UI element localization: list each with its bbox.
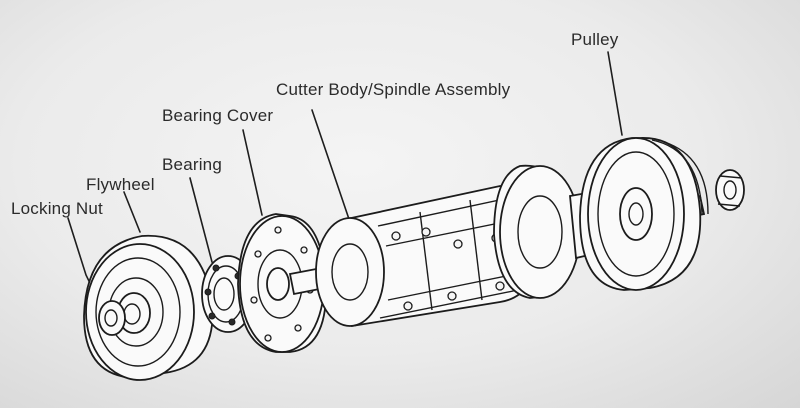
leader-bearing <box>189 177 213 263</box>
pulley-part <box>579 137 709 291</box>
flywheel-part <box>83 234 214 381</box>
label-bearing-cover: Bearing Cover <box>162 106 274 125</box>
label-bearing: Bearing <box>162 155 222 174</box>
bearing-cover-part <box>237 213 327 353</box>
cutter-body-part <box>315 185 537 328</box>
rear-housing-part <box>493 164 611 299</box>
end-nut-part <box>715 169 745 211</box>
locking-nut-part <box>98 300 126 336</box>
label-locking-nut: Locking Nut <box>11 199 103 218</box>
label-cutter-body: Cutter Body/Spindle Assembly <box>276 80 511 99</box>
leader-pulley <box>607 51 623 136</box>
leader-flywheel <box>123 191 141 233</box>
label-flywheel: Flywheel <box>86 175 155 194</box>
leader-cutter-body <box>311 109 353 229</box>
label-pulley: Pulley <box>571 30 619 49</box>
leader-bearing-cover <box>242 129 263 216</box>
